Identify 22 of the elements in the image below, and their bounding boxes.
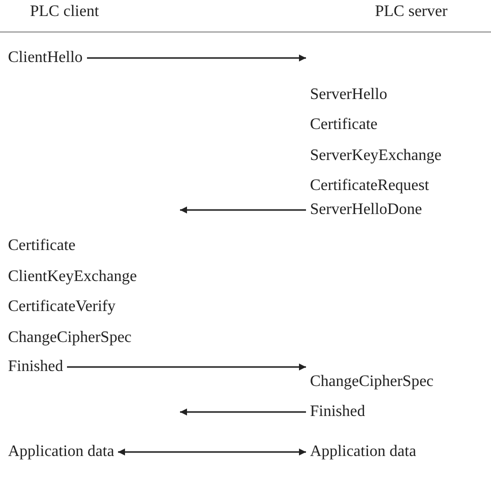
message-label: Application data [310,442,416,462]
message-label: ClientHello [8,48,83,68]
message-label: ChangeCipherSpec [8,328,132,348]
column-header: PLC server [375,2,448,22]
message-label: Application data [8,442,114,462]
message-label: Finished [8,357,64,377]
message-label: CertificateRequest [310,176,430,196]
message-arrow [67,364,306,370]
message-label: ServerKeyExchange [310,146,442,166]
message-label: ClientKeyExchange [8,267,137,287]
message-label: ServerHelloDone [310,200,422,220]
message-label: CertificateVerify [8,297,116,317]
message-label: ChangeCipherSpec [310,372,434,392]
message-label: Certificate [310,115,378,135]
message-arrow [180,408,306,416]
message-arrow [87,54,306,62]
message-arrow [180,206,306,214]
column-header: PLC client [30,2,99,22]
message-label: Certificate [8,236,76,256]
message-label: Finished [310,402,366,422]
message-arrow [118,448,306,456]
message-label: ServerHello [310,85,388,105]
